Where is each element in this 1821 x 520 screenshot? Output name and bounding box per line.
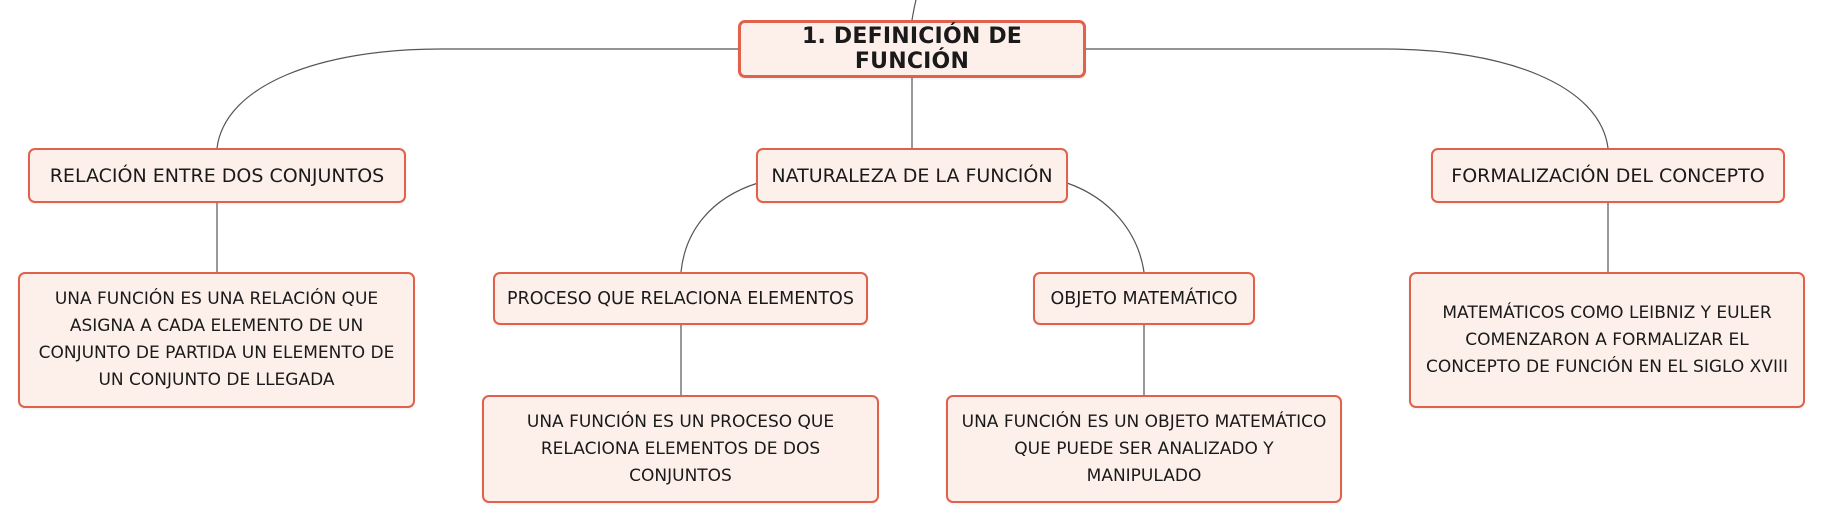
branch-naturaleza-label: NATURALEZA DE LA FUNCIÓN — [771, 164, 1053, 187]
branch-naturaleza-node[interactable]: NATURALEZA DE LA FUNCIÓN — [756, 148, 1068, 203]
objeto-node[interactable]: OBJETO MATEMÁTICO — [1033, 272, 1255, 325]
root-node-label: 1. DEFINICIÓN DE FUNCIÓN — [801, 24, 1023, 74]
branch-formalizacion-node[interactable]: FORMALIZACIÓN DEL CONCEPTO — [1431, 148, 1785, 203]
proceso-label: PROCESO QUE RELACIONA ELEMENTOS — [507, 288, 854, 309]
detail-proceso-text: UNA FUNCIÓN ES UN PROCESO QUE RELACIONA … — [526, 411, 835, 486]
connector-naturaleza-to-objeto — [1066, 182, 1145, 273]
branch-relacion-label: RELACIÓN ENTRE DOS CONJUNTOS — [49, 164, 385, 187]
root-node[interactable]: 1. DEFINICIÓN DE FUNCIÓN — [738, 20, 1086, 78]
detail-objeto-node[interactable]: UNA FUNCIÓN ES UN OBJETO MATEMÁTICO QUE … — [946, 395, 1342, 503]
branch-relacion-node[interactable]: RELACIÓN ENTRE DOS CONJUNTOS — [28, 148, 406, 203]
connector-naturaleza-to-proceso — [680, 182, 759, 273]
detail-objeto-text: UNA FUNCIÓN ES UN OBJETO MATEMÁTICO QUE … — [961, 411, 1327, 486]
detail-formalizacion-node[interactable]: MATEMÁTICOS COMO LEIBNIZ Y EULER COMENZA… — [1409, 272, 1805, 408]
connector-root-to-relacion — [216, 48, 738, 149]
detail-relacion-node[interactable]: UNA FUNCIÓN ES UNA RELACIÓN QUE ASIGNA A… — [18, 272, 415, 408]
branch-formalizacion-label: FORMALIZACIÓN DEL CONCEPTO — [1451, 164, 1765, 187]
connector-parent-to-root — [911, 0, 917, 21]
detail-formalizacion-text: MATEMÁTICOS COMO LEIBNIZ Y EULER COMENZA… — [1426, 302, 1788, 377]
objeto-label: OBJETO MATEMÁTICO — [1050, 288, 1238, 309]
detail-relacion-text: UNA FUNCIÓN ES UNA RELACIÓN QUE ASIGNA A… — [38, 289, 395, 390]
proceso-node[interactable]: PROCESO QUE RELACIONA ELEMENTOS — [493, 272, 868, 325]
connector-root-to-formalizacion — [1086, 48, 1609, 149]
detail-proceso-node[interactable]: UNA FUNCIÓN ES UN PROCESO QUE RELACIONA … — [482, 395, 879, 503]
